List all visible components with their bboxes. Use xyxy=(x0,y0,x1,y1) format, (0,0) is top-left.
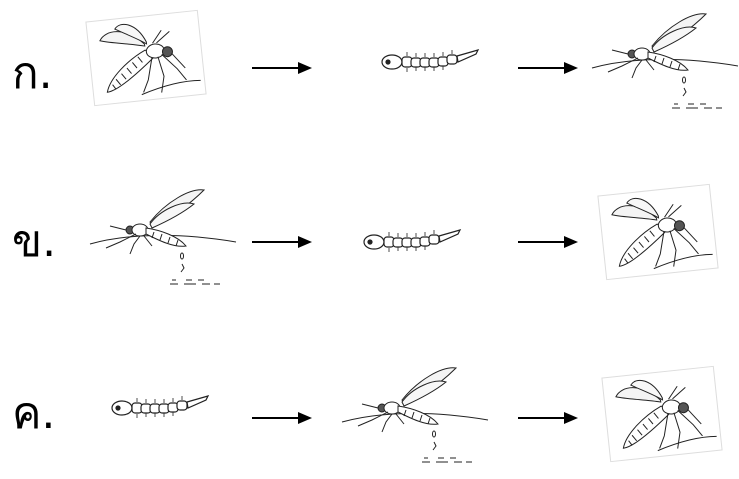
arrow-icon xyxy=(252,234,312,250)
adult-mosquito-laying-eggs-image xyxy=(588,4,738,116)
row-label: ค. xyxy=(12,392,55,436)
row-label: ข. xyxy=(12,220,56,264)
adult-mosquito-laying-eggs-image xyxy=(338,358,488,470)
arrow-icon xyxy=(518,410,578,426)
row-b: ข. xyxy=(0,168,739,308)
adult-mosquito-laying-eggs-image xyxy=(86,180,236,292)
larva-image xyxy=(380,40,484,80)
arrow-icon xyxy=(252,410,312,426)
adult-mosquito-feeding-image xyxy=(600,188,718,280)
row-c: ค. xyxy=(0,336,739,476)
arrow-icon xyxy=(518,60,578,76)
larva-image xyxy=(362,220,466,260)
arrow-icon xyxy=(518,234,578,250)
arrow-icon xyxy=(252,60,312,76)
row-label: ก. xyxy=(12,52,53,96)
adult-mosquito-feeding-image xyxy=(604,370,722,462)
adult-mosquito-feeding-image xyxy=(88,14,206,106)
larva-image xyxy=(110,386,214,426)
row-a: ก. xyxy=(0,0,739,140)
